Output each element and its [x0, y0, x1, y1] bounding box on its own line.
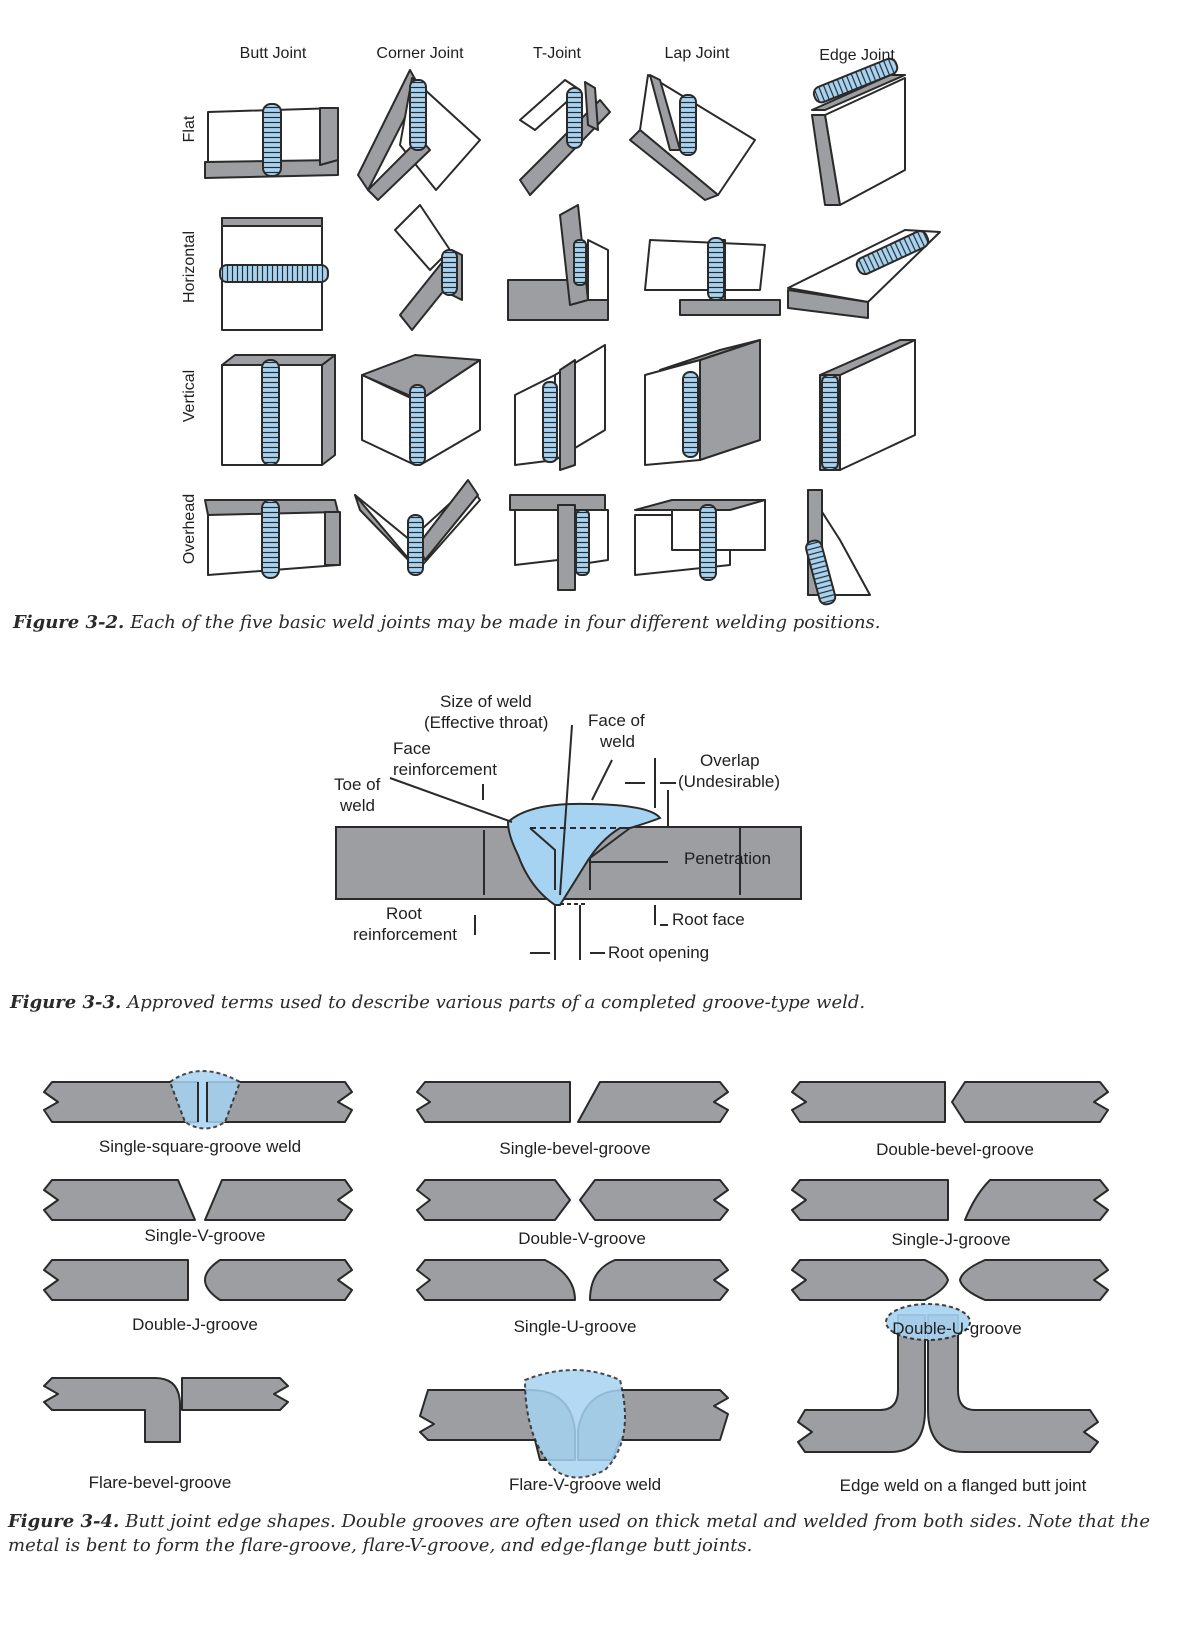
shape-double-bevel-groove [791, 1081, 1109, 1123]
label-weld-2: weld [340, 796, 375, 815]
shape-flare-bevel-groove [43, 1377, 289, 1443]
label-single-v-groove: Single-V-groove [144, 1226, 266, 1245]
overhead-corner-joint [354, 479, 481, 576]
shape-double-u-groove [791, 1259, 1109, 1301]
column-header-edge: Edge Joint [819, 47, 895, 64]
flat-t-joint [519, 79, 611, 196]
shape-single-v-groove [43, 1179, 353, 1221]
shape-single-j-groove [791, 1179, 1109, 1221]
label-double-v-groove: Double-V-groove [518, 1229, 646, 1248]
shape-edge-weld-flanged-butt [797, 1303, 1099, 1453]
label-penetration: Penetration [684, 849, 771, 868]
flat-lap-joint [629, 74, 756, 201]
label-face-of: Face of [588, 711, 645, 730]
shape-single-u-groove [416, 1259, 729, 1301]
figure-3-2-label: Figure 3-2. [13, 612, 125, 633]
figure-3-3-label: Figure 3-3. [10, 992, 122, 1013]
label-size-of-weld: Size of weld [440, 692, 532, 711]
label-flare-bevel-groove: Flare-bevel-groove [88, 1473, 232, 1492]
column-header-t: T-Joint [532, 45, 581, 62]
label-double-j-groove: Double-J-groove [132, 1315, 258, 1334]
label-effective-throat: (Effective throat) [424, 713, 549, 732]
vertical-t-joint [514, 344, 606, 471]
label-root: Root [386, 904, 422, 923]
label-root-face: Root face [672, 910, 745, 929]
shape-double-v-groove [416, 1179, 729, 1221]
horizontal-corner-joint [394, 204, 463, 331]
shape-flare-v-groove [419, 1369, 729, 1479]
label-undesirable: (Undesirable) [678, 772, 781, 791]
figure-3-4-label: Figure 3-4. [8, 1511, 120, 1532]
horizontal-edge-joint [787, 229, 941, 319]
figure-3-4-text-line1: Butt joint edge shapes. Double grooves a… [125, 1511, 1150, 1532]
column-header-lap: Lap Joint [664, 45, 730, 62]
label-toe-of: Toe of [334, 775, 381, 794]
label-face: Face [393, 739, 431, 758]
horizontal-butt-joint [219, 217, 329, 331]
overhead-edge-joint [805, 489, 871, 606]
vertical-edge-joint [819, 339, 916, 471]
overhead-lap-joint [634, 499, 766, 581]
vertical-butt-joint [221, 354, 336, 466]
weld-joint-grid [204, 57, 941, 606]
vertical-corner-joint [361, 354, 481, 466]
figure-3-3-text: Approved terms used to describe various … [127, 992, 866, 1013]
label-single-u-groove: Single-U-groove [513, 1317, 637, 1336]
shape-single-square-groove [43, 1070, 353, 1130]
groove-weld-terms-diagram [335, 724, 802, 960]
overhead-t-joint [509, 494, 609, 591]
label-double-bevel-groove: Double-bevel-groove [876, 1140, 1034, 1159]
vertical-lap-joint [644, 339, 761, 466]
shape-double-j-groove [43, 1259, 353, 1301]
label-double-u-groove: Double-U-groove [892, 1319, 1022, 1338]
label-root-reinforcement: reinforcement [353, 925, 457, 944]
horizontal-t-joint [507, 204, 609, 321]
overhead-butt-joint [204, 499, 341, 579]
label-single-bevel-groove: Single-bevel-groove [499, 1139, 651, 1158]
label-root-opening: Root opening [608, 943, 710, 962]
label-flare-v-groove: Flare-V-groove weld [508, 1475, 662, 1494]
shape-single-bevel-groove [416, 1081, 729, 1123]
column-header-butt: Butt Joint [239, 45, 307, 62]
flat-butt-joint [204, 103, 339, 179]
horizontal-lap-joint [644, 237, 781, 316]
label-single-j-groove: Single-J-groove [891, 1230, 1011, 1249]
figure-3-2-caption: Figure 3-2.Each of the five basic weld j… [13, 612, 881, 633]
flat-edge-joint [811, 57, 906, 206]
flat-corner-joint [357, 69, 481, 201]
figure-3-2-text: Each of the five basic weld joints may b… [130, 612, 881, 633]
figure-3-4-caption: Figure 3-4.Butt joint edge shapes. Doubl… [8, 1510, 1188, 1558]
column-header-corner: Corner Joint [376, 45, 464, 62]
label-reinforcement: reinforcement [393, 760, 497, 779]
label-overlap: Overlap [700, 751, 760, 770]
figure-3-3-caption: Figure 3-3.Approved terms used to descri… [10, 992, 865, 1013]
label-edge-weld-flanged: Edge weld on a flanged butt joint [839, 1476, 1087, 1495]
label-single-square-groove: Single-square-groove weld [98, 1137, 302, 1156]
figure-3-4-text-line2: metal is bent to form the flare-groove, … [8, 1535, 753, 1556]
butt-joint-edge-shapes [43, 1070, 1109, 1479]
label-weld-1: weld [600, 732, 635, 751]
